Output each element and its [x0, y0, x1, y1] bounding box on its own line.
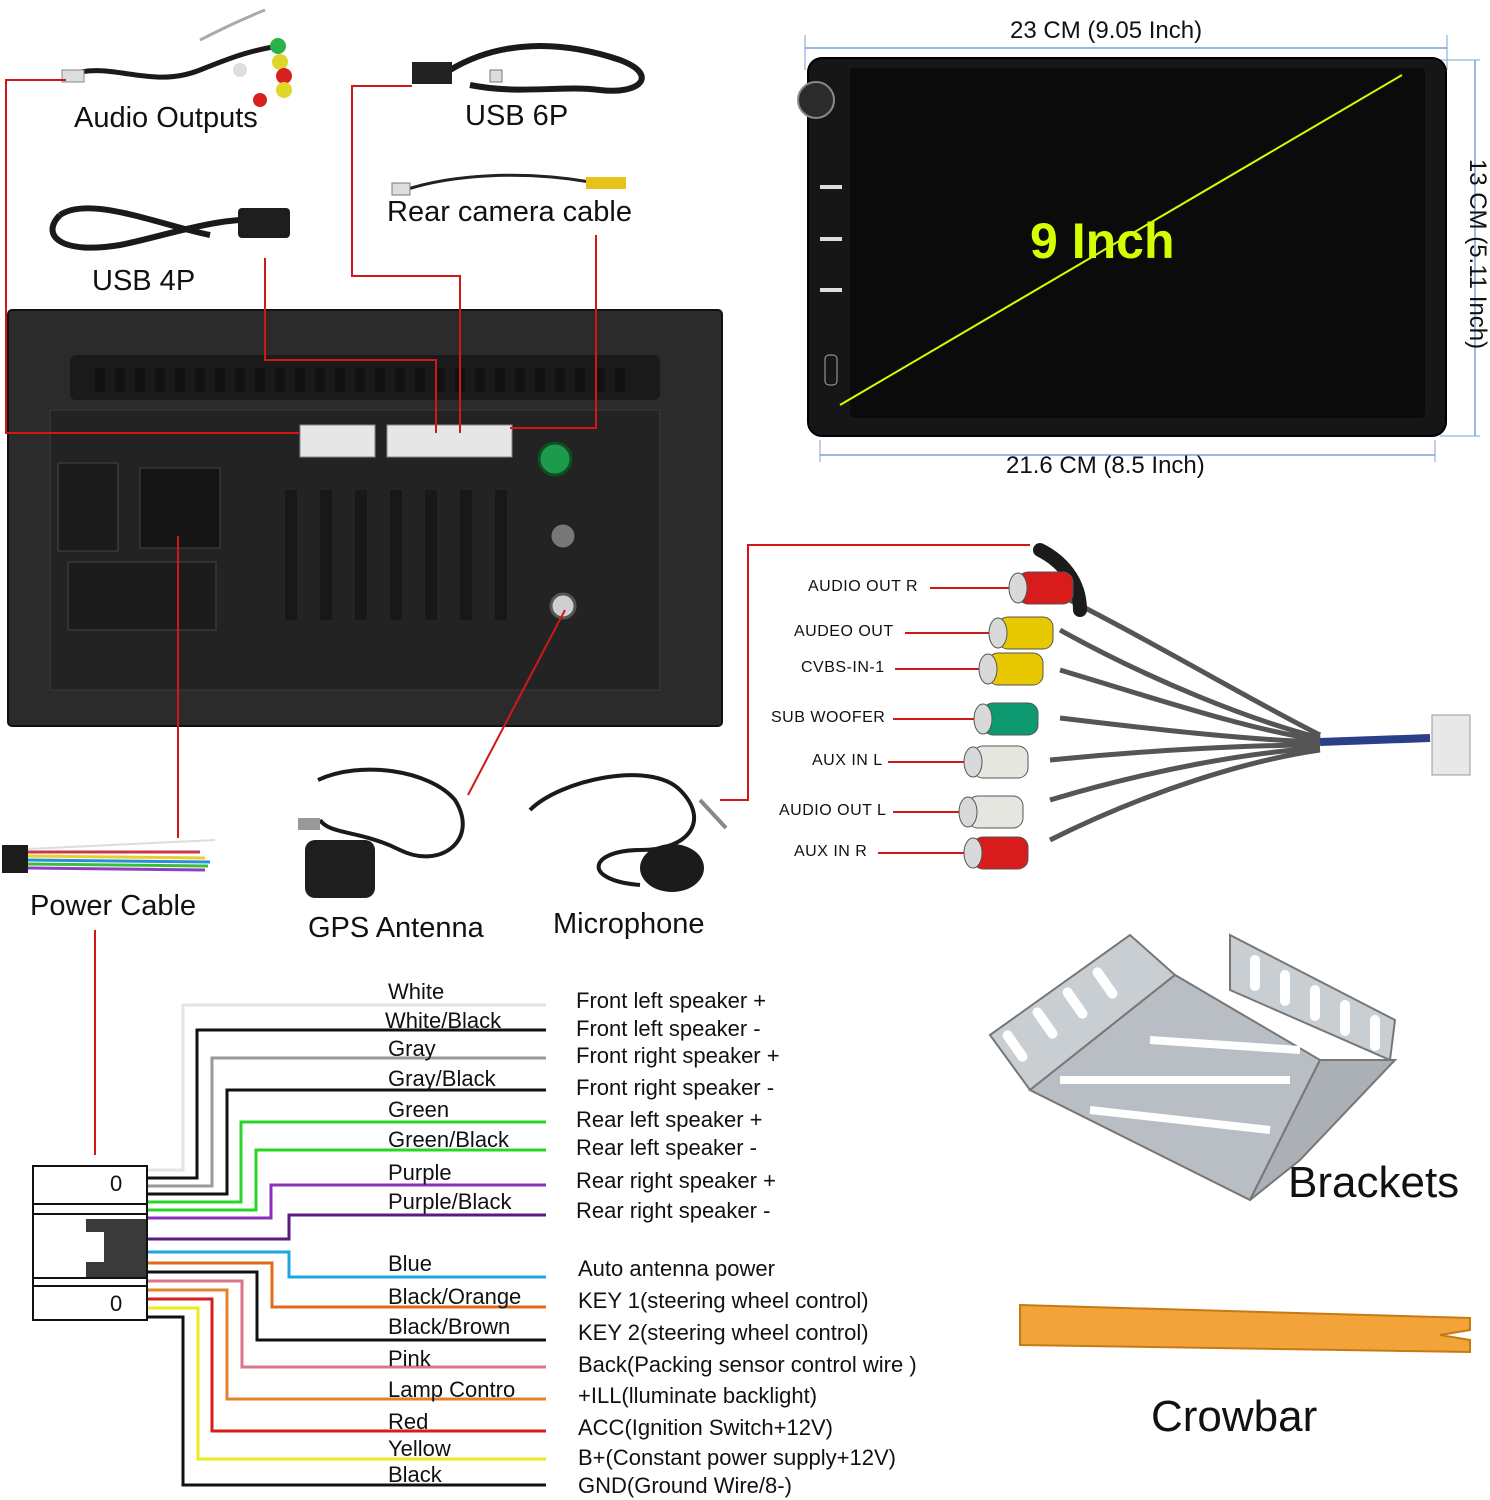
wire-function: KEY 2(steering wheel control) — [578, 1320, 869, 1345]
harness-wire — [148, 1088, 546, 1196]
harness-wire — [148, 1297, 546, 1433]
rca-cable-bundle — [1033, 543, 1471, 843]
wire-color-name: Purple — [388, 1160, 452, 1185]
wire-function: B+(Constant power supply+12V) — [578, 1445, 896, 1470]
rca-plug — [963, 836, 1029, 870]
rca-label: AUDIO OUT L — [779, 802, 887, 819]
wire-function: Front right speaker - — [576, 1075, 775, 1100]
screen-width-label: 23 CM (9.05 Inch) — [1010, 17, 1203, 44]
connector-top-mark: 0 — [110, 1171, 123, 1196]
wire-color-name: Blue — [388, 1251, 433, 1276]
gps-antenna-label: GPS Antenna — [308, 912, 484, 944]
rca-plug — [973, 702, 1039, 736]
harness-wire — [148, 1183, 546, 1220]
wire-color-name: Lamp Contro — [388, 1377, 516, 1402]
wire-function: Rear left speaker + — [576, 1107, 763, 1132]
rca-label: AUX IN R — [794, 843, 868, 860]
harness-wire — [148, 1288, 546, 1401]
harness-wire — [148, 1148, 546, 1212]
harness-wire — [148, 1056, 546, 1188]
connector-key-notch — [86, 1232, 104, 1262]
wire-color-name: Yellow — [388, 1436, 451, 1461]
brackets-icon — [988, 933, 1398, 1202]
rca-label: AUX IN L — [812, 752, 883, 769]
wire-color-name: Gray/Black — [388, 1066, 496, 1091]
screen-inner-width-label: 21.6 CM (8.5 Inch) — [1006, 452, 1205, 479]
harness-wire — [148, 1306, 546, 1461]
screen-size-label: 9 Inch — [1030, 213, 1175, 269]
rca-label: SUB WOOFER — [771, 709, 886, 726]
wire-function: KEY 1(steering wheel control) — [578, 1288, 869, 1313]
wire-color-name: Black/Orange — [388, 1284, 522, 1309]
rear-camera-label: Rear camera cable — [387, 196, 632, 228]
power-cable-label: Power Cable — [30, 890, 197, 922]
wire-function: Front left speaker + — [576, 988, 767, 1013]
harness-wire — [148, 1250, 546, 1279]
wire-color-name: Red — [388, 1409, 429, 1434]
wire-function: Back(Packing sensor control wire ) — [578, 1352, 917, 1377]
rca-plug — [963, 745, 1029, 779]
rca-plug — [988, 616, 1054, 650]
harness-wire — [148, 1213, 546, 1241]
wire-function: Rear right speaker + — [576, 1168, 776, 1193]
wire-color-name: Pink — [388, 1346, 431, 1371]
harness-wire — [148, 1315, 546, 1487]
rca-label: AUDEO OUT — [794, 623, 894, 640]
harness-wire — [148, 1279, 546, 1369]
audio-outputs-label: Audio Outputs — [74, 102, 258, 134]
harness-wire — [148, 1261, 546, 1309]
harness-wire — [148, 1270, 546, 1342]
connector-bottom-mark: 0 — [110, 1291, 123, 1316]
usb-4p-label: USB 4P — [92, 265, 196, 297]
rca-label: AUDIO OUT R — [808, 578, 919, 595]
wire-color-name: Purple/Black — [388, 1189, 512, 1214]
rca-label: CVBS-IN-1 — [801, 659, 885, 676]
usb-4p-cable-icon — [49, 205, 290, 251]
usb-6p-cable-icon — [412, 43, 645, 94]
gps-antenna-icon — [298, 767, 465, 898]
back-panel-vents — [95, 368, 625, 620]
rca-lead-lines — [878, 587, 1010, 854]
rear-camera-cable-icon — [391, 173, 626, 196]
harness-wire — [148, 1003, 546, 1172]
wire-color-name: Black/Brown — [388, 1314, 511, 1339]
rca-plug — [958, 795, 1024, 829]
wire-function: Rear left speaker - — [576, 1135, 757, 1160]
wire-function: Front left speaker - — [576, 1016, 761, 1041]
wire-function: ACC(Ignition Switch+12V) — [578, 1415, 833, 1440]
brackets-label: Brackets — [1288, 1158, 1460, 1207]
harness-wire — [148, 1028, 546, 1180]
microphone-icon — [528, 773, 728, 892]
wire-function: GND(Ground Wire/8-) — [578, 1473, 792, 1498]
power-cable-icon — [2, 839, 216, 873]
wire-function: +ILL(lluminate backlight) — [578, 1383, 818, 1408]
crowbar-label: Crowbar — [1151, 1392, 1318, 1441]
wire-color-name: Green — [388, 1097, 450, 1122]
rca-plug — [1008, 571, 1074, 605]
rca-plug — [978, 652, 1044, 686]
wire-color-name: White — [388, 979, 445, 1004]
microphone-label: Microphone — [553, 908, 705, 940]
audio-outputs-cable-icon — [61, 8, 292, 107]
wire-function: Front right speaker + — [576, 1043, 780, 1068]
wire-function: Auto antenna power — [578, 1256, 775, 1281]
callout-lines — [5, 79, 1030, 1155]
screen-height-label: 13 CM (5.11 Inch) — [1464, 158, 1490, 350]
wire-color-name: White/Black — [385, 1008, 502, 1033]
wire-color-name: Black — [388, 1462, 442, 1487]
wire-function: Rear right speaker - — [576, 1198, 771, 1223]
crowbar-icon — [1019, 1303, 1471, 1354]
wire-color-name: Gray — [388, 1036, 436, 1061]
usb-6p-label: USB 6P — [465, 100, 569, 132]
wire-color-name: Green/Black — [388, 1127, 510, 1152]
harness-connector: 0 0 — [32, 1165, 148, 1321]
harness-wire — [148, 1120, 546, 1204]
